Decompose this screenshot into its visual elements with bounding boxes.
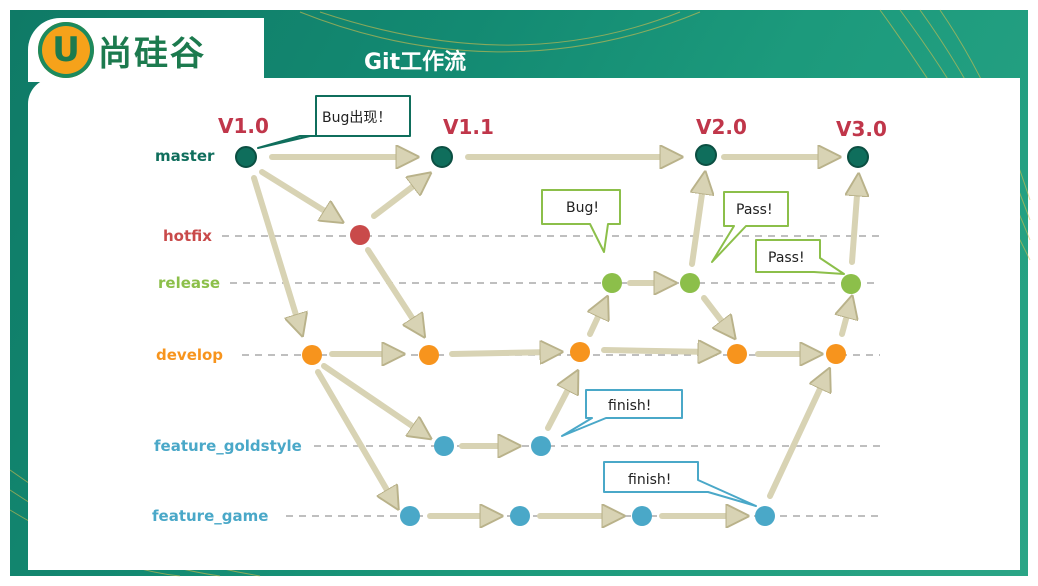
version-label-v1-1: V1.1 [443, 115, 494, 139]
commit-game-3 [632, 506, 652, 526]
callout-bug-found: Bug出现！ [257, 95, 411, 149]
lane-label-feature-game: feature_game [152, 507, 268, 525]
callout-bug-text: Bug! [566, 200, 599, 216]
callout-pass-1: Pass! [711, 191, 789, 263]
commit-game-2 [510, 506, 530, 526]
commit-goldstyle-1 [434, 436, 454, 456]
arrow-hotfix-to-master [371, 178, 424, 219]
callout-pass-1-text: Pass! [736, 202, 773, 218]
arrow-hotfix-to-develop [365, 247, 420, 330]
lane-label-feature-goldstyle: feature_goldstyle [154, 437, 302, 455]
commit-develop-3 [570, 342, 590, 362]
version-label-v2-0: V2.0 [696, 115, 747, 139]
arrow-develop-to-release [587, 304, 604, 337]
arrow-release-to-master-v30 [852, 182, 858, 265]
arrow-release-to-master-v20 [689, 180, 704, 267]
callout-finish-1: finish! [561, 389, 683, 437]
arrow-develop-to-goldstyle [321, 363, 424, 434]
commit-release-2 [680, 273, 700, 293]
slide-title: Git工作流 [364, 50, 467, 75]
arrow-master-to-hotfix [259, 169, 336, 218]
callout-finish-2-text: finish! [628, 472, 671, 488]
version-label-v1-0: V1.0 [218, 114, 269, 138]
callout-finish-1-text: finish! [608, 398, 651, 414]
commit-develop-2 [419, 345, 439, 365]
commit-master-v1-1 [431, 146, 453, 168]
arrow-develop-to-release-2 [842, 304, 850, 337]
master-commits [235, 144, 869, 168]
commit-game-4 [755, 506, 775, 526]
arrow-release-to-develop [701, 295, 730, 332]
commit-develop-1 [302, 345, 322, 365]
commit-master-v1-0 [235, 146, 257, 168]
commit-goldstyle-2 [531, 436, 551, 456]
lane-label-develop: develop [156, 346, 223, 364]
commit-release-1 [602, 273, 622, 293]
commit-master-v3-0 [847, 146, 869, 168]
develop-commits [302, 342, 846, 365]
commit-develop-5 [826, 344, 846, 364]
arrow-develop-2-3 [449, 352, 554, 354]
callout-pass-2-text: Pass! [768, 250, 805, 266]
lane-label-master: master [155, 147, 215, 165]
arrow-goldstyle-to-develop [545, 378, 574, 431]
arrow-master-to-develop [251, 175, 300, 328]
lane-label-release: release [158, 274, 220, 292]
commit-develop-4 [727, 344, 747, 364]
logo-mark: U [38, 22, 94, 78]
release-commits [602, 273, 861, 294]
feature-game-commits [400, 506, 775, 526]
commit-hotfix [350, 225, 370, 245]
callout-finish-2: finish! [603, 461, 757, 507]
callout-bug: Bug! [541, 189, 621, 253]
logo-text: 尚硅谷 [98, 34, 206, 74]
commit-game-1 [400, 506, 420, 526]
arrow-game-to-develop [767, 376, 826, 499]
arrow-develop-3-4 [601, 350, 712, 352]
commit-release-3 [841, 274, 861, 294]
lane-label-hotfix: hotfix [163, 227, 212, 245]
arrow-develop-to-game [315, 369, 394, 502]
callout-pass-2: Pass! [755, 239, 845, 275]
callout-bug-found-text: Bug出现！ [322, 110, 391, 126]
version-label-v3-0: V3.0 [836, 117, 887, 141]
commit-master-v2-0 [695, 144, 717, 166]
feature-goldstyle-commits [434, 436, 551, 456]
commit-arrows [251, 157, 858, 516]
